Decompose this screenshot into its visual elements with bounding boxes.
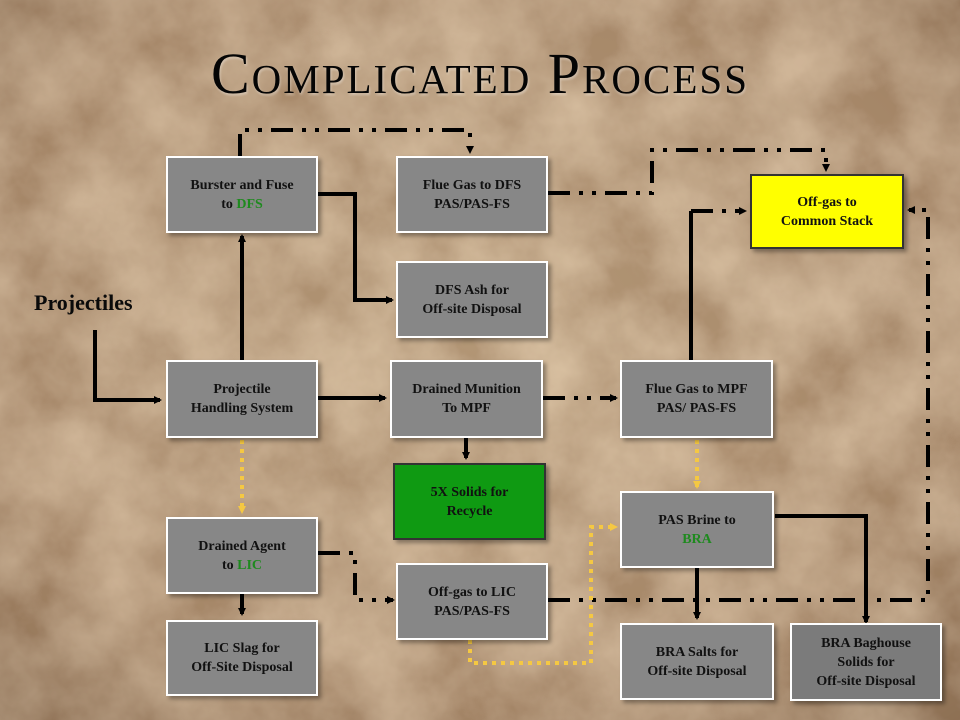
box-line: Drained Munition: [412, 382, 521, 397]
box-line: PAS/PAS-FS: [434, 196, 510, 212]
box-bra-baghouse: BRA Baghouse Solids for Off-site Disposa…: [790, 623, 942, 701]
connector-offgas-lic-to-brine-dotted: [468, 523, 618, 665]
box-line: Burster and Fuse: [190, 177, 294, 193]
box-line: LIC Slag for: [204, 641, 280, 656]
connector-flue-dfs-to-stack: [548, 148, 830, 195]
box-line: Off-Site Disposal: [191, 660, 293, 675]
box-line: Solids for: [837, 654, 895, 670]
box-drained-munition: Drained Munition To MPF: [390, 360, 543, 438]
box-line: Common Stack: [780, 213, 874, 229]
box-flue-gas-to-dfs: Flue Gas to DFS PAS/PAS-FS: [396, 156, 548, 233]
box-line: Off-gas to: [797, 194, 857, 210]
connector-brine-to-baghouse: [775, 514, 870, 624]
box-line: Off-gas to LIC: [428, 584, 516, 600]
box-line: Off-site Disposal: [647, 663, 747, 679]
box-line: PAS Brine to: [658, 512, 736, 528]
highlight-text: LIC: [237, 557, 263, 573]
connector-burster-to-ash: [318, 192, 394, 304]
highlight-text: DFS: [236, 196, 263, 212]
connector-burster-to-flue-dfs: [238, 128, 474, 156]
box-dfs-ash: DFS Ash for Off-site Disposal: [396, 261, 548, 338]
box-line: Off-site Disposal: [422, 301, 522, 317]
box-5x-solids: 5X Solids for Recycle: [393, 463, 546, 540]
box-line: to LIC: [222, 556, 262, 575]
box-projectile-handling: Projectile Handling System: [166, 360, 318, 438]
box-drained-agent: Drained Agent to LIC: [166, 517, 318, 594]
box-line: Drained Agent: [198, 538, 286, 554]
box-line: BRA Salts for: [655, 644, 739, 660]
box-offgas-to-lic: Off-gas to LIC PAS/PAS-FS: [396, 563, 548, 640]
box-bra-salts: BRA Salts for Off-site Disposal: [620, 623, 774, 700]
connector-projectiles-to-handling: [93, 330, 162, 404]
highlight-text: BRA: [682, 531, 712, 547]
box-line: BRA Baghouse: [821, 635, 911, 651]
box-line: to DFS: [221, 195, 263, 214]
box-text: to: [221, 557, 238, 573]
box-line: Off-site Disposal: [816, 673, 916, 689]
box-lic-slag: LIC Slag for Off-Site Disposal: [166, 620, 318, 696]
box-flue-gas-to-mpf: Flue Gas to MPF PAS/ PAS-FS: [620, 360, 773, 438]
box-line: PAS/ PAS-FS: [656, 401, 737, 416]
box-line: Flue Gas to DFS: [422, 177, 522, 193]
projectiles-label: Projectiles: [34, 290, 133, 315]
box-line: Handling System: [190, 401, 294, 416]
page-title: Complicated Process: [210, 41, 750, 106]
box-line: Flue Gas to MPF: [645, 382, 748, 397]
box-offgas-common-stack: Off-gas to Common Stack: [750, 174, 904, 249]
box-line: DFS Ash for: [435, 282, 509, 298]
box-line: PAS/PAS-FS: [434, 603, 510, 619]
connector-agent-to-offgas-lic: [318, 551, 395, 604]
box-line: Projectile: [213, 382, 271, 397]
box-line: Recycle: [446, 503, 493, 519]
box-burster-and-fuse: Burster and Fuse to DFS: [166, 156, 318, 233]
box-line: 5X Solids for: [430, 484, 509, 500]
box-line: To MPF: [442, 401, 491, 416]
connector-offgas-lic-to-stack: [548, 206, 930, 602]
box-pas-brine: PAS Brine to BRA: [620, 491, 774, 568]
box-text: to: [221, 196, 237, 212]
